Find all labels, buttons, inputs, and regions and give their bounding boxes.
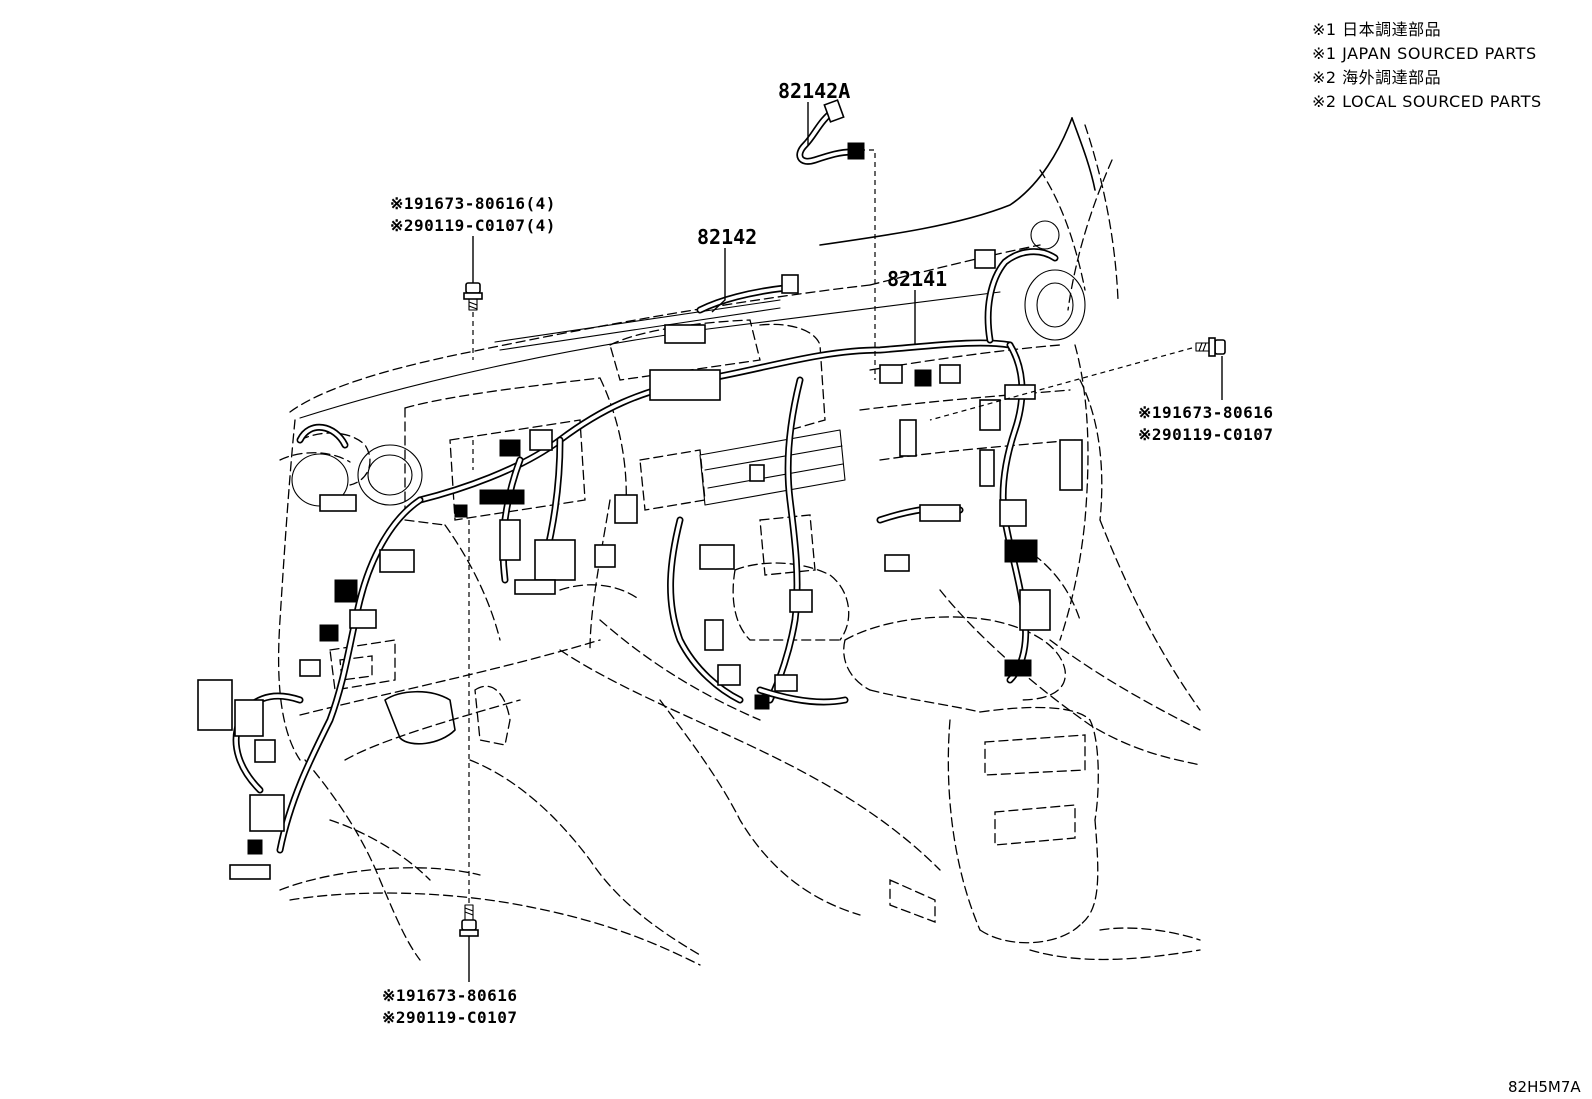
legend-line-2: ※1 JAPAN SOURCED PARTS [1312, 44, 1537, 63]
bolt-top-left [463, 236, 483, 470]
wire-harness [232, 248, 1059, 854]
diagram-code: 82H5M7A [1508, 1078, 1581, 1096]
fastener-top-left-line-2: ※290119-C0107(4) [390, 216, 556, 235]
fastener-right-line-2: ※290119-C0107 [1138, 425, 1274, 444]
legend-line-3: ※2 海外調達部品 [1312, 68, 1441, 87]
part-labels: 82142A 82142 82141 [697, 79, 947, 345]
fastener-labels: ※191673-80616(4) ※290119-C0107(4) ※19167… [382, 194, 1274, 1027]
legend: ※1 日本調達部品 ※1 JAPAN SOURCED PARTS ※2 海外調達… [1312, 20, 1542, 111]
fastener-top-left-line-1: ※191673-80616(4) [390, 194, 556, 213]
fastener-bottom-line-2: ※290119-C0107 [382, 1008, 518, 1027]
vehicle-interior-outline [277, 117, 1201, 966]
legend-line-4: ※2 LOCAL SOURCED PARTS [1312, 92, 1542, 111]
fastener-bottom-line-1: ※191673-80616 [382, 986, 518, 1005]
label-82142: 82142 [697, 225, 757, 249]
bolt-right [929, 337, 1226, 421]
sub-harness-82142A [796, 99, 876, 380]
legend-line-1: ※1 日本調達部品 [1312, 20, 1441, 39]
label-82142A: 82142A [778, 79, 850, 103]
fastener-right-line-1: ※191673-80616 [1138, 403, 1274, 422]
connectors [197, 220, 1086, 880]
bolt-bottom [459, 520, 479, 982]
label-82141: 82141 [887, 267, 947, 291]
